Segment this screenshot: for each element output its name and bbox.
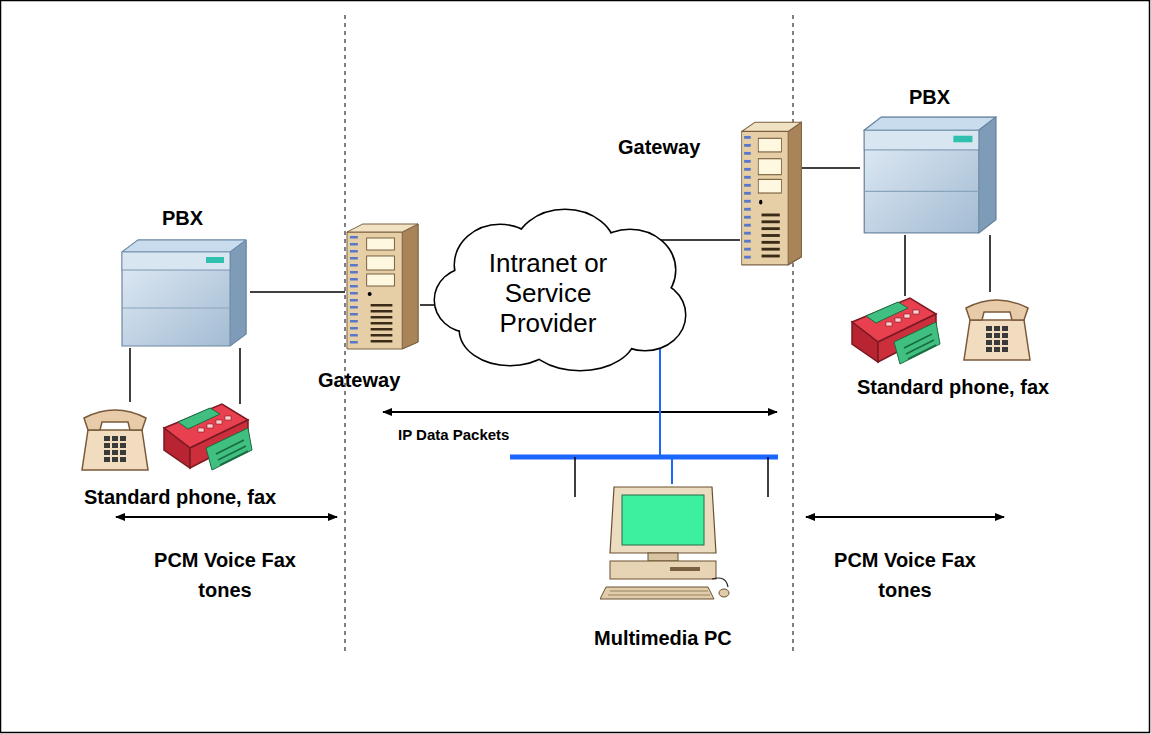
lan-drop — [574, 457, 576, 497]
node-label: Gateway — [318, 368, 400, 392]
phone-wire — [129, 348, 131, 402]
connector — [660, 325, 672, 484]
node-label: Multimedia PC — [594, 626, 732, 650]
node-box: PBX — [112, 206, 254, 351]
cloud-label: Intranet or Service Provider — [468, 248, 628, 338]
region-label: PCM Voice Fax tones — [830, 545, 980, 605]
server-tower — [345, 222, 420, 350]
node-label: PBX — [162, 206, 203, 230]
region-label: Standard phone, fax — [813, 372, 1093, 402]
node-label: PBX — [909, 85, 950, 109]
lan-bus — [510, 455, 778, 460]
double-arrow — [116, 516, 337, 518]
double-arrow — [806, 516, 1004, 518]
phone-icon — [82, 410, 148, 470]
fax-wire — [239, 348, 241, 404]
double-arrow — [383, 411, 777, 413]
fax-icon — [852, 298, 940, 364]
phone-wire — [989, 235, 991, 292]
connector — [800, 167, 860, 169]
boundary-line — [793, 15, 794, 655]
lan-drop — [767, 457, 769, 497]
boundary-line — [345, 15, 346, 655]
node-label: Gateway — [618, 135, 700, 159]
phone-icon — [964, 300, 1030, 360]
fax-wire — [904, 235, 906, 296]
arrow-label: IP Data Packets — [398, 426, 538, 444]
pc-icon — [600, 483, 730, 603]
connector — [250, 291, 345, 293]
node-box: PBX — [855, 85, 1005, 237]
node-box: Intranet or Service Provider — [430, 205, 692, 375]
server-tower — [740, 120, 803, 266]
fax-icon — [164, 404, 252, 470]
pbx-icon — [860, 115, 1000, 235]
pbx-icon — [118, 238, 250, 348]
node-box: Gateway — [318, 222, 420, 394]
node-box: Gateway — [618, 118, 803, 268]
node-box: Multimedia PC — [553, 478, 773, 658]
region-label: PCM Voice Fax tones — [150, 545, 300, 605]
region-label: Standard phone, fax — [38, 482, 322, 512]
